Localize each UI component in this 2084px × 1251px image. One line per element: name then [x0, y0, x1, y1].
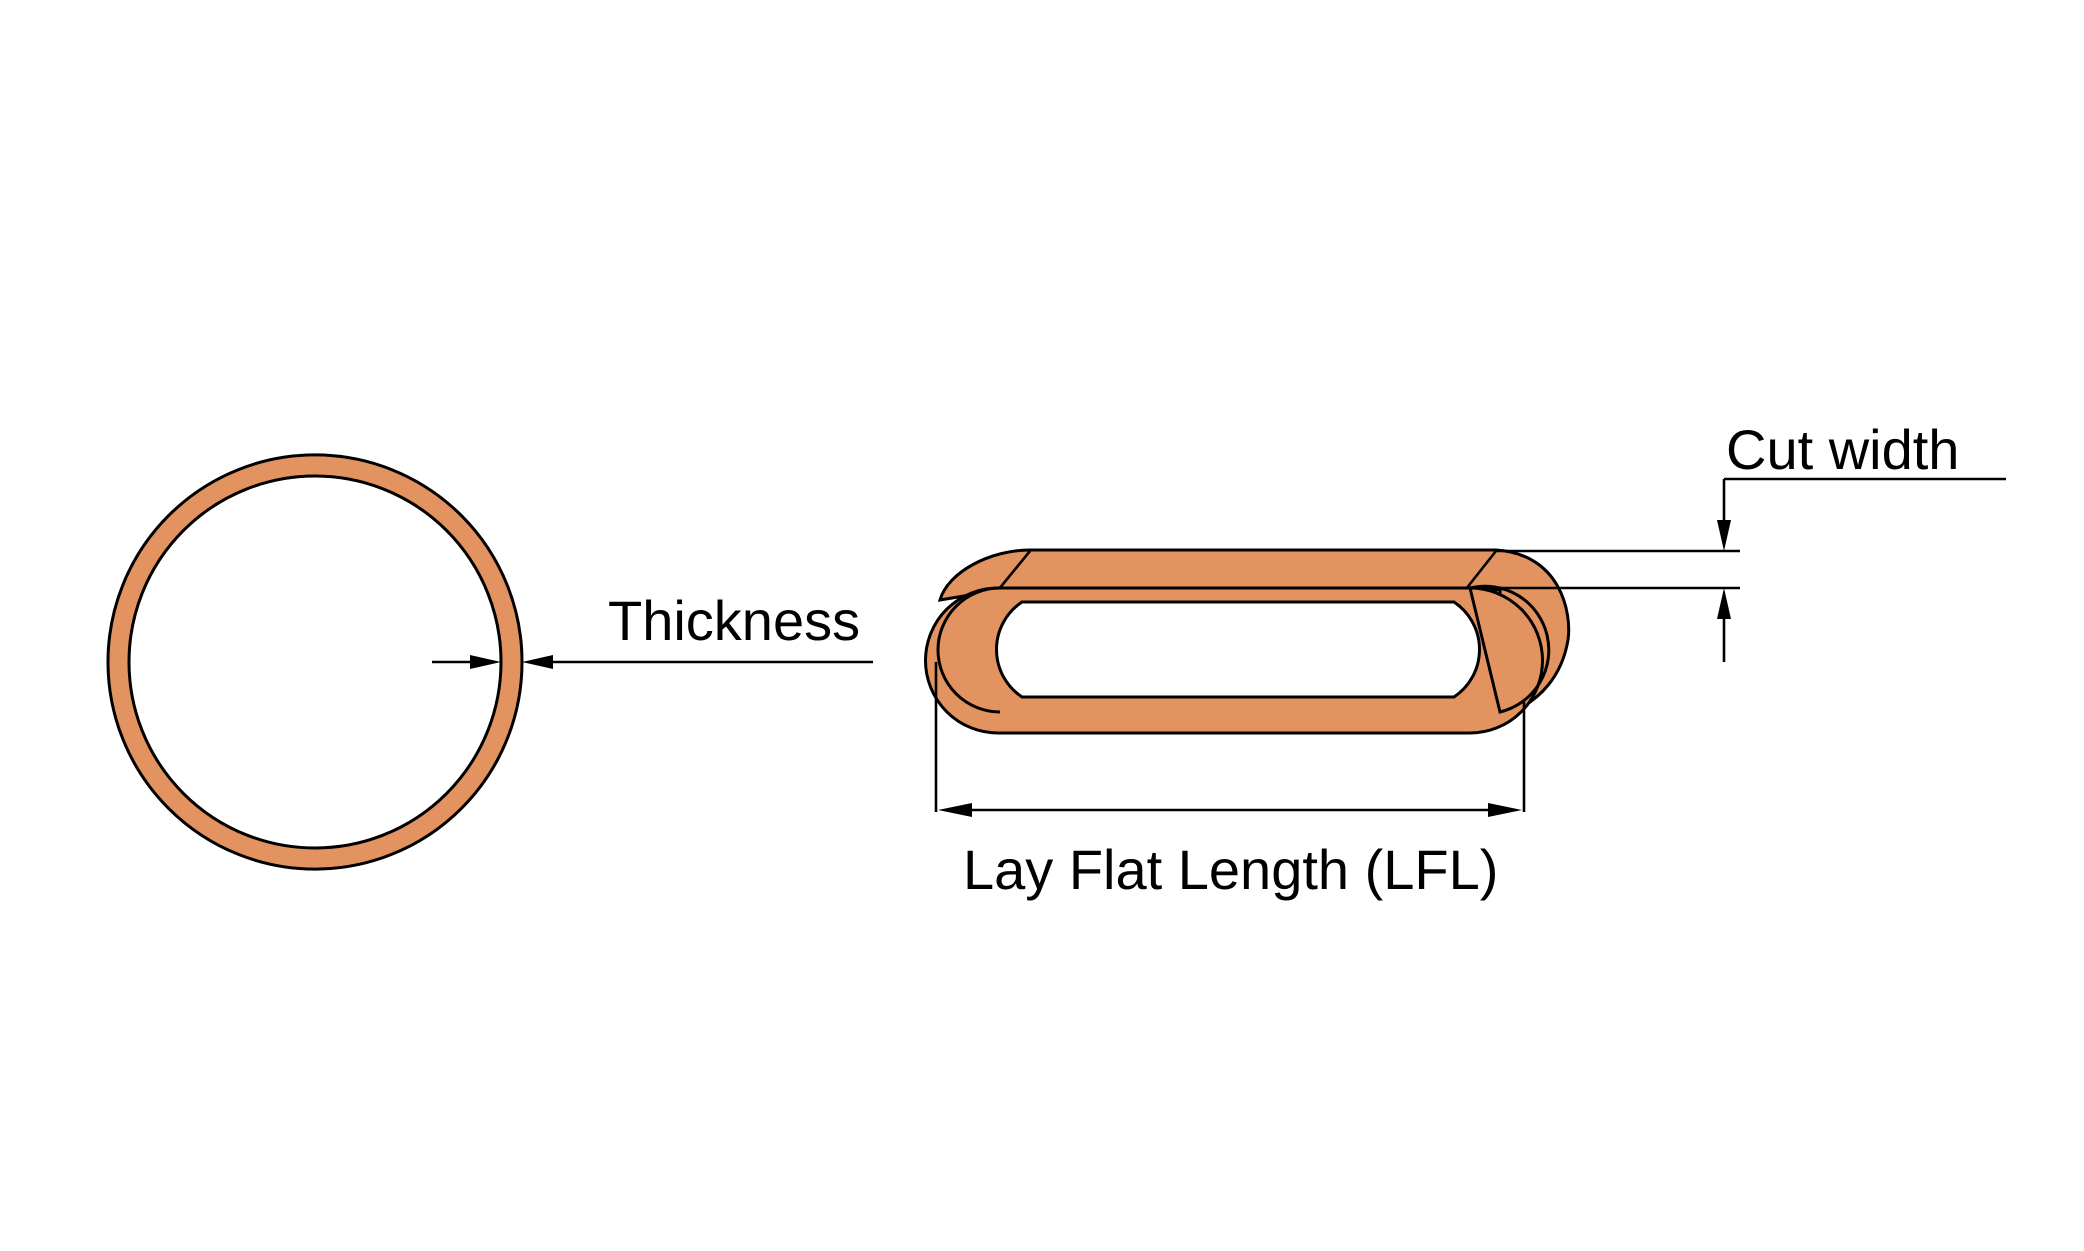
- flat-tube-front-wall: [924, 586, 1544, 735]
- flattened-tube: [924, 548, 1571, 735]
- cut-width-label: Cut width: [1726, 418, 1959, 481]
- cut-width-dimension: Cut width: [1470, 418, 2006, 662]
- thickness-arrowhead-inner: [522, 655, 553, 669]
- thickness-dimension: Thickness: [432, 589, 873, 669]
- cut-edge-right: [1464, 550, 1498, 590]
- cut-edge-left: [997, 550, 1032, 590]
- lfl-label: Lay Flat Length (LFL): [963, 838, 1498, 901]
- cut-width-arrowhead-bottom: [1717, 588, 1731, 619]
- lay-flat-length-dimension: Lay Flat Length (LFL): [934, 662, 1526, 901]
- thickness-label: Thickness: [608, 589, 860, 652]
- cut-width-arrowhead-top: [1717, 520, 1731, 551]
- lfl-arrowhead-left: [938, 803, 972, 817]
- thickness-arrowhead-outer: [470, 655, 501, 669]
- lfl-arrowhead-right: [1488, 803, 1522, 817]
